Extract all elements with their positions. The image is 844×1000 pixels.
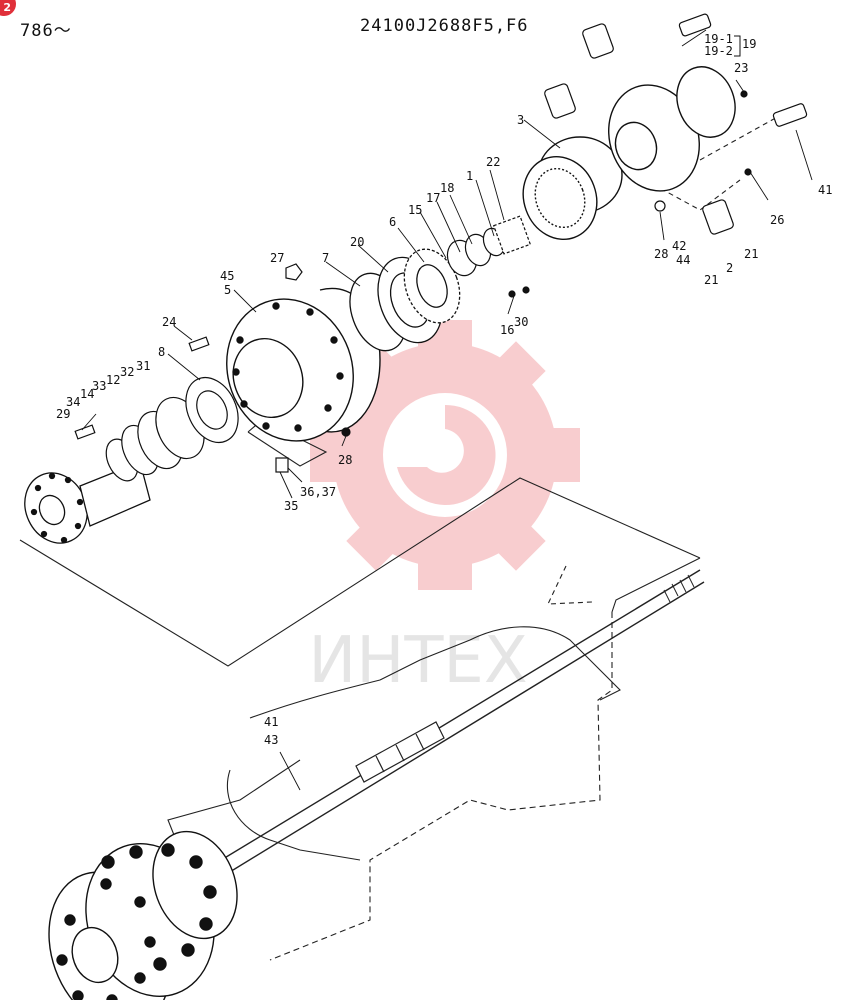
callout-26: 26	[770, 213, 784, 227]
callout-leaders	[81, 29, 813, 791]
callout-34: 34	[66, 395, 80, 409]
callout-20: 20	[350, 235, 364, 249]
callout-24: 24	[162, 315, 176, 329]
callout-35: 35	[284, 499, 298, 513]
callout-21-bottom: 21	[704, 273, 718, 287]
gear-center-glyph	[397, 404, 496, 505]
shaft-spline-section	[355, 721, 445, 783]
callout-33: 33	[92, 379, 106, 393]
callout-15: 15	[408, 203, 422, 217]
callout-6: 6	[389, 215, 396, 229]
planet-carrier	[608, 66, 736, 192]
callout-18: 18	[440, 181, 454, 195]
callout-22: 22	[486, 155, 500, 169]
wheel-hub-assembly	[48, 830, 238, 1000]
callout-7: 7	[322, 251, 329, 265]
callout-31: 31	[136, 359, 150, 373]
callout-2: 2	[726, 261, 733, 275]
ring-gear-6	[403, 248, 461, 324]
planet-pinions	[544, 23, 734, 235]
callout-28-hub: 28	[338, 453, 352, 467]
callout-29: 29	[56, 407, 70, 421]
callout-41-top: 41	[818, 183, 832, 197]
callout-42: 42	[672, 239, 686, 253]
callout-3: 3	[517, 113, 524, 127]
callout-19-bracket	[734, 35, 741, 57]
callout-43: 43	[264, 733, 278, 747]
callout-19-1: 19-1	[704, 32, 733, 46]
intex-watermark: ИНТЕХ	[308, 320, 580, 698]
part-number-label: 24100J2688F5,F6	[360, 16, 529, 36]
callout-23: 23	[734, 61, 748, 75]
axle-housing-outline	[226, 626, 621, 861]
callout-21-right: 21	[744, 247, 758, 261]
ring-gear-3	[522, 136, 623, 241]
callout-32: 32	[120, 365, 134, 379]
callout-14: 14	[80, 387, 94, 401]
callout-41-bottom: 41	[264, 715, 278, 729]
callout-19: 19	[742, 37, 756, 51]
callout-16: 16	[500, 323, 514, 337]
callout-36-37: 36,37	[300, 485, 336, 499]
page-badge: 2	[0, 0, 16, 16]
callout-labels: 3 22 1 18 17 15 6 20 7 27 45 5 24 8 31 3…	[56, 32, 832, 747]
page-badge-number: 2	[3, 1, 11, 14]
callout-30: 30	[514, 315, 528, 329]
callout-12: 12	[106, 373, 120, 387]
callout-19-2: 19-2	[704, 44, 733, 58]
bolts-and-nuts	[74, 90, 752, 473]
seal-bearing-stack	[105, 376, 239, 482]
planet-pins	[678, 13, 808, 127]
callout-45: 45	[220, 269, 234, 283]
callout-8: 8	[158, 345, 165, 359]
gear-train	[446, 215, 532, 277]
callout-5: 5	[224, 283, 231, 297]
callout-44: 44	[676, 253, 690, 267]
drive-shaft	[207, 569, 705, 879]
serial-range-label: 786～	[20, 21, 72, 41]
callout-28-carrier: 28	[654, 247, 668, 261]
callout-27: 27	[270, 251, 284, 265]
callout-1: 1	[466, 169, 473, 183]
callout-17: 17	[426, 191, 440, 205]
